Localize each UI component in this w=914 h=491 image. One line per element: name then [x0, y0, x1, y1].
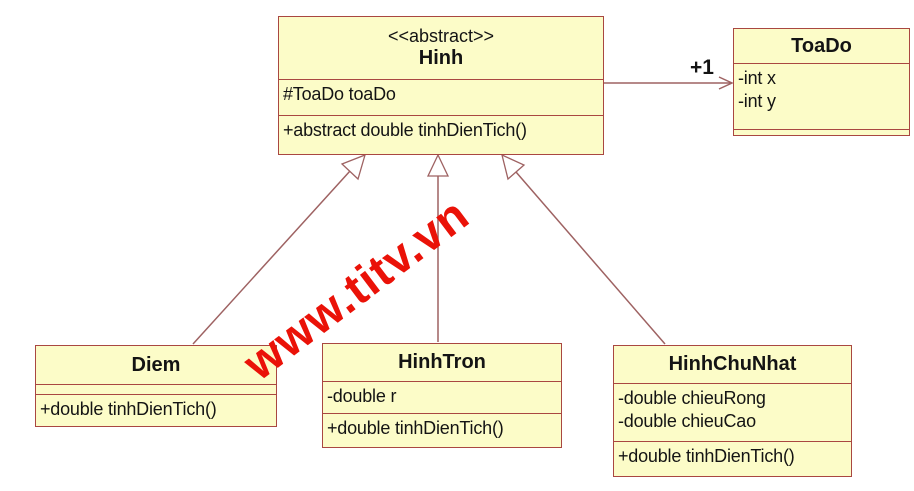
attribute: -double chieuRong — [618, 388, 766, 408]
hollow-triangle-icon — [340, 153, 366, 181]
class-hinhchunhat-methods: +double tinhDienTich() — [614, 441, 851, 478]
generalization-arrow-hinhtron — [426, 153, 450, 342]
class-hinhchunhat-name: HinhChuNhat — [668, 353, 797, 375]
generalization-arrow-diem — [192, 153, 366, 345]
class-hinhtron-name: HinhTron — [398, 351, 486, 373]
class-toado: ToaDo -int x -int y — [733, 28, 910, 136]
attribute: -double r — [327, 386, 397, 406]
class-toado-attributes: -int x -int y — [734, 63, 909, 129]
class-toado-methods — [734, 129, 909, 137]
hollow-triangle-icon — [501, 153, 526, 181]
class-hinh-name: Hinh — [418, 46, 464, 69]
attribute: -double chieuCao — [618, 411, 756, 432]
method: +double tinhDienTich() — [40, 399, 217, 419]
association-multiplicity-label: +1 — [690, 56, 714, 79]
class-toado-name: ToaDo — [791, 34, 852, 57]
class-hinh-methods: +abstract double tinhDienTich() — [279, 115, 603, 156]
class-hinh-attributes: #ToaDo toaDo — [279, 79, 603, 115]
method: +abstract double tinhDienTich() — [283, 120, 527, 140]
class-hinhchunhat: HinhChuNhat -double chieuRong -double ch… — [613, 345, 852, 477]
class-diem-header: Diem — [36, 346, 276, 384]
class-hinhtron-header: HinhTron — [323, 344, 561, 381]
method: +double tinhDienTich() — [618, 446, 795, 466]
attribute: #ToaDo toaDo — [283, 84, 396, 104]
class-hinhtron-attributes: -double r — [323, 381, 561, 413]
class-diem-name: Diem — [131, 353, 181, 376]
class-diem: Diem +double tinhDienTich() — [35, 345, 277, 427]
method: +double tinhDienTich() — [327, 418, 504, 438]
class-hinh-header: <<abstract>> Hinh — [279, 17, 603, 79]
open-arrowhead-icon — [718, 76, 734, 90]
class-toado-header: ToaDo — [734, 29, 909, 63]
class-hinh-stereotype: <<abstract>> — [387, 26, 495, 47]
generalization-arrow-hinhchunhat — [501, 153, 666, 345]
hollow-triangle-icon — [426, 153, 450, 177]
class-diem-attributes — [36, 384, 276, 394]
class-diem-methods: +double tinhDienTich() — [36, 394, 276, 428]
class-hinh: <<abstract>> Hinh #ToaDo toaDo +abstract… — [278, 16, 604, 155]
class-hinhtron: HinhTron -double r +double tinhDienTich(… — [322, 343, 562, 448]
attribute: -int x — [738, 68, 776, 88]
class-hinhtron-methods: +double tinhDienTich() — [323, 413, 561, 449]
class-hinhchunhat-attributes: -double chieuRong -double chieuCao — [614, 383, 851, 441]
class-hinhchunhat-header: HinhChuNhat — [614, 346, 851, 383]
attribute: -int y — [738, 91, 776, 112]
